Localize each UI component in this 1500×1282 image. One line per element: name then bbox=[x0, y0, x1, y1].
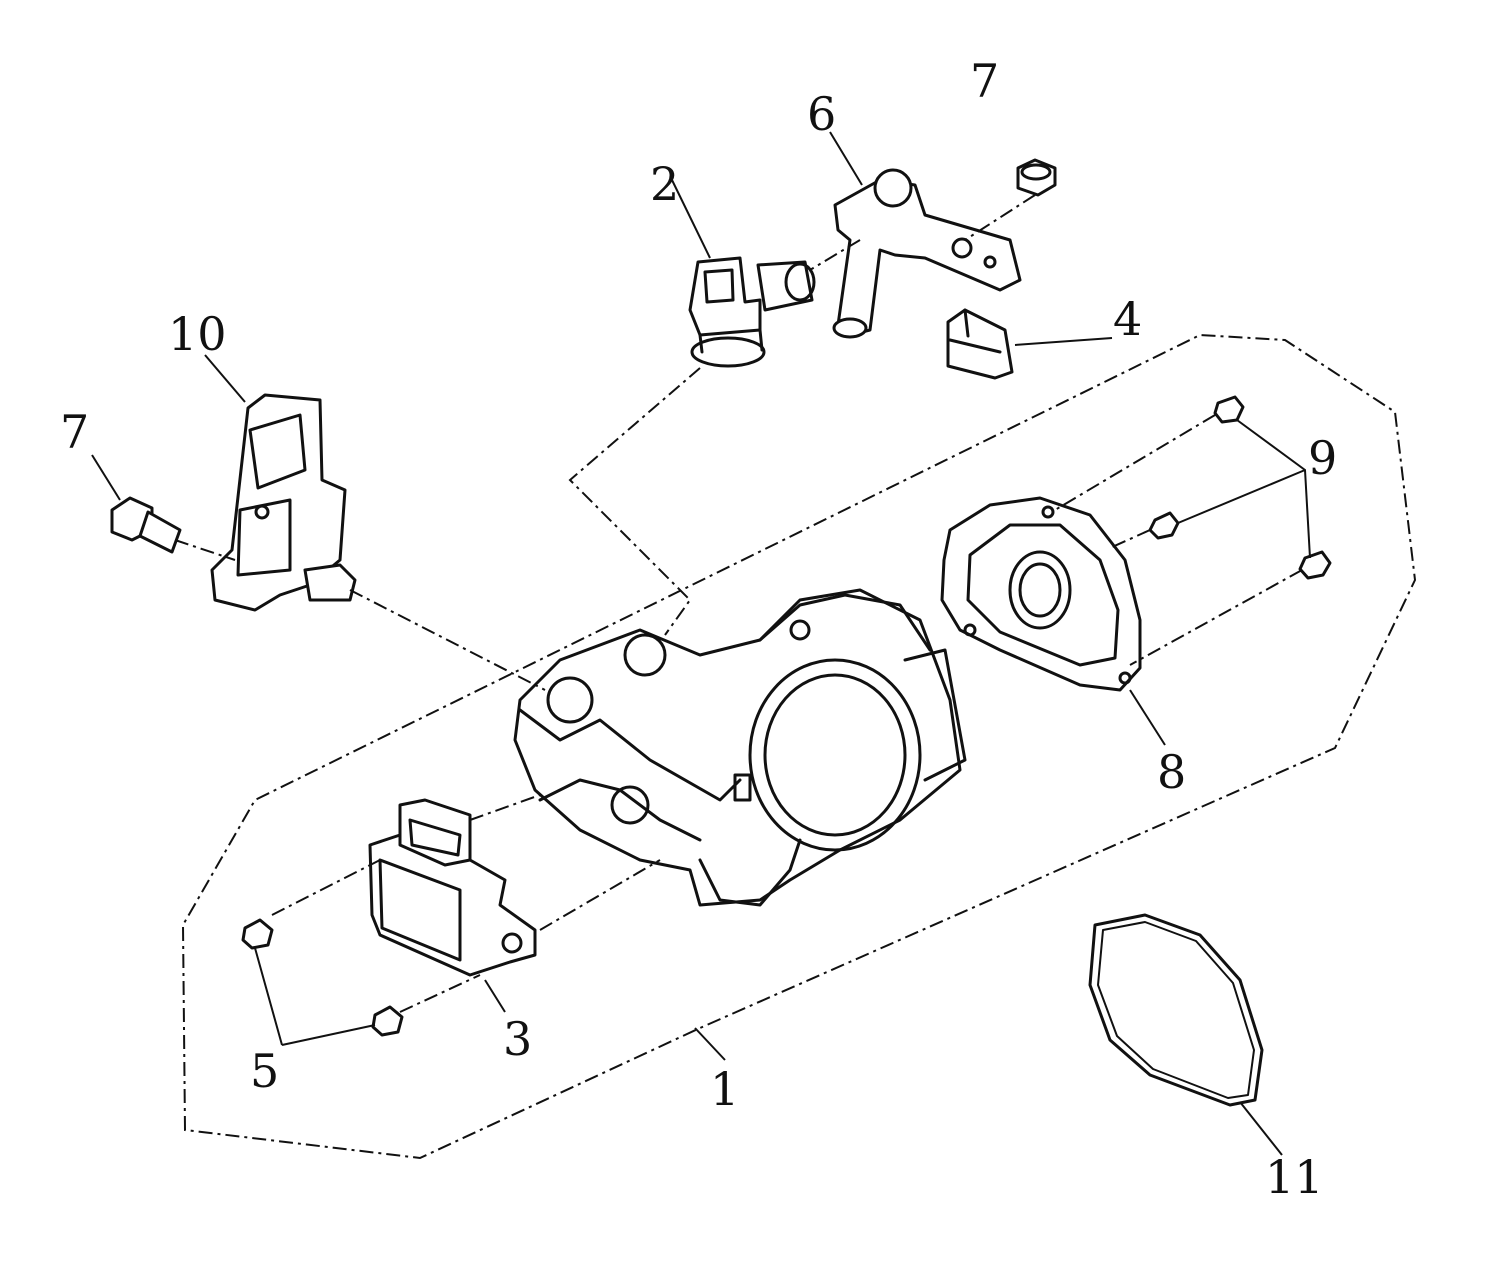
screws-iac bbox=[1148, 395, 1332, 580]
leader-line-8 bbox=[1129, 689, 1166, 746]
bolt-left bbox=[110, 496, 182, 554]
gasket-o-ring bbox=[1088, 913, 1264, 1107]
alignment-line-bolt-left bbox=[174, 539, 236, 561]
callout-6: 6 bbox=[807, 87, 836, 141]
callout-7-top: 7 bbox=[970, 54, 999, 108]
leader-line-11 bbox=[1239, 1101, 1283, 1156]
fuel-injector bbox=[688, 256, 816, 368]
leader-line-10 bbox=[204, 354, 246, 403]
callout-1: 1 bbox=[710, 1062, 739, 1116]
alignment-line-map bbox=[349, 589, 546, 691]
bolt-top bbox=[1016, 158, 1057, 197]
leader-line-5 bbox=[254, 947, 376, 1046]
callout-8: 8 bbox=[1157, 745, 1186, 799]
leader-line-1 bbox=[694, 1027, 726, 1061]
alignment-line-rail bbox=[809, 239, 861, 271]
callout-7-left: 7 bbox=[60, 405, 89, 459]
callout-11: 11 bbox=[1265, 1150, 1324, 1204]
map-sensor bbox=[210, 393, 357, 612]
screws-tps bbox=[241, 918, 404, 1037]
fuel-rail-connector bbox=[832, 168, 1022, 339]
alignment-line-tps bbox=[271, 794, 661, 1013]
alignment-line-bolt-top bbox=[964, 194, 1036, 241]
leader-line-2 bbox=[671, 179, 711, 259]
callout-2: 2 bbox=[650, 157, 679, 211]
throttle-body bbox=[513, 588, 967, 907]
leader-line-4 bbox=[1014, 337, 1113, 346]
callout-10: 10 bbox=[168, 307, 227, 361]
alignment-line-iac bbox=[1054, 414, 1303, 666]
leader-line-6 bbox=[829, 131, 863, 186]
leader-line-9 bbox=[1177, 419, 1311, 559]
leader-line-3 bbox=[484, 979, 506, 1013]
idle-air-control-plate bbox=[940, 496, 1142, 692]
callout-4: 4 bbox=[1113, 292, 1142, 346]
alignment-line-injector bbox=[568, 367, 701, 636]
callout-9: 9 bbox=[1308, 431, 1337, 485]
callout-5: 5 bbox=[250, 1044, 279, 1098]
leader-line-7a bbox=[91, 454, 121, 501]
callout-3: 3 bbox=[503, 1012, 532, 1066]
retaining-clip bbox=[946, 308, 1014, 380]
throttle-position-sensor bbox=[368, 798, 537, 977]
assembly-boundary-outline bbox=[181, 333, 1417, 1160]
